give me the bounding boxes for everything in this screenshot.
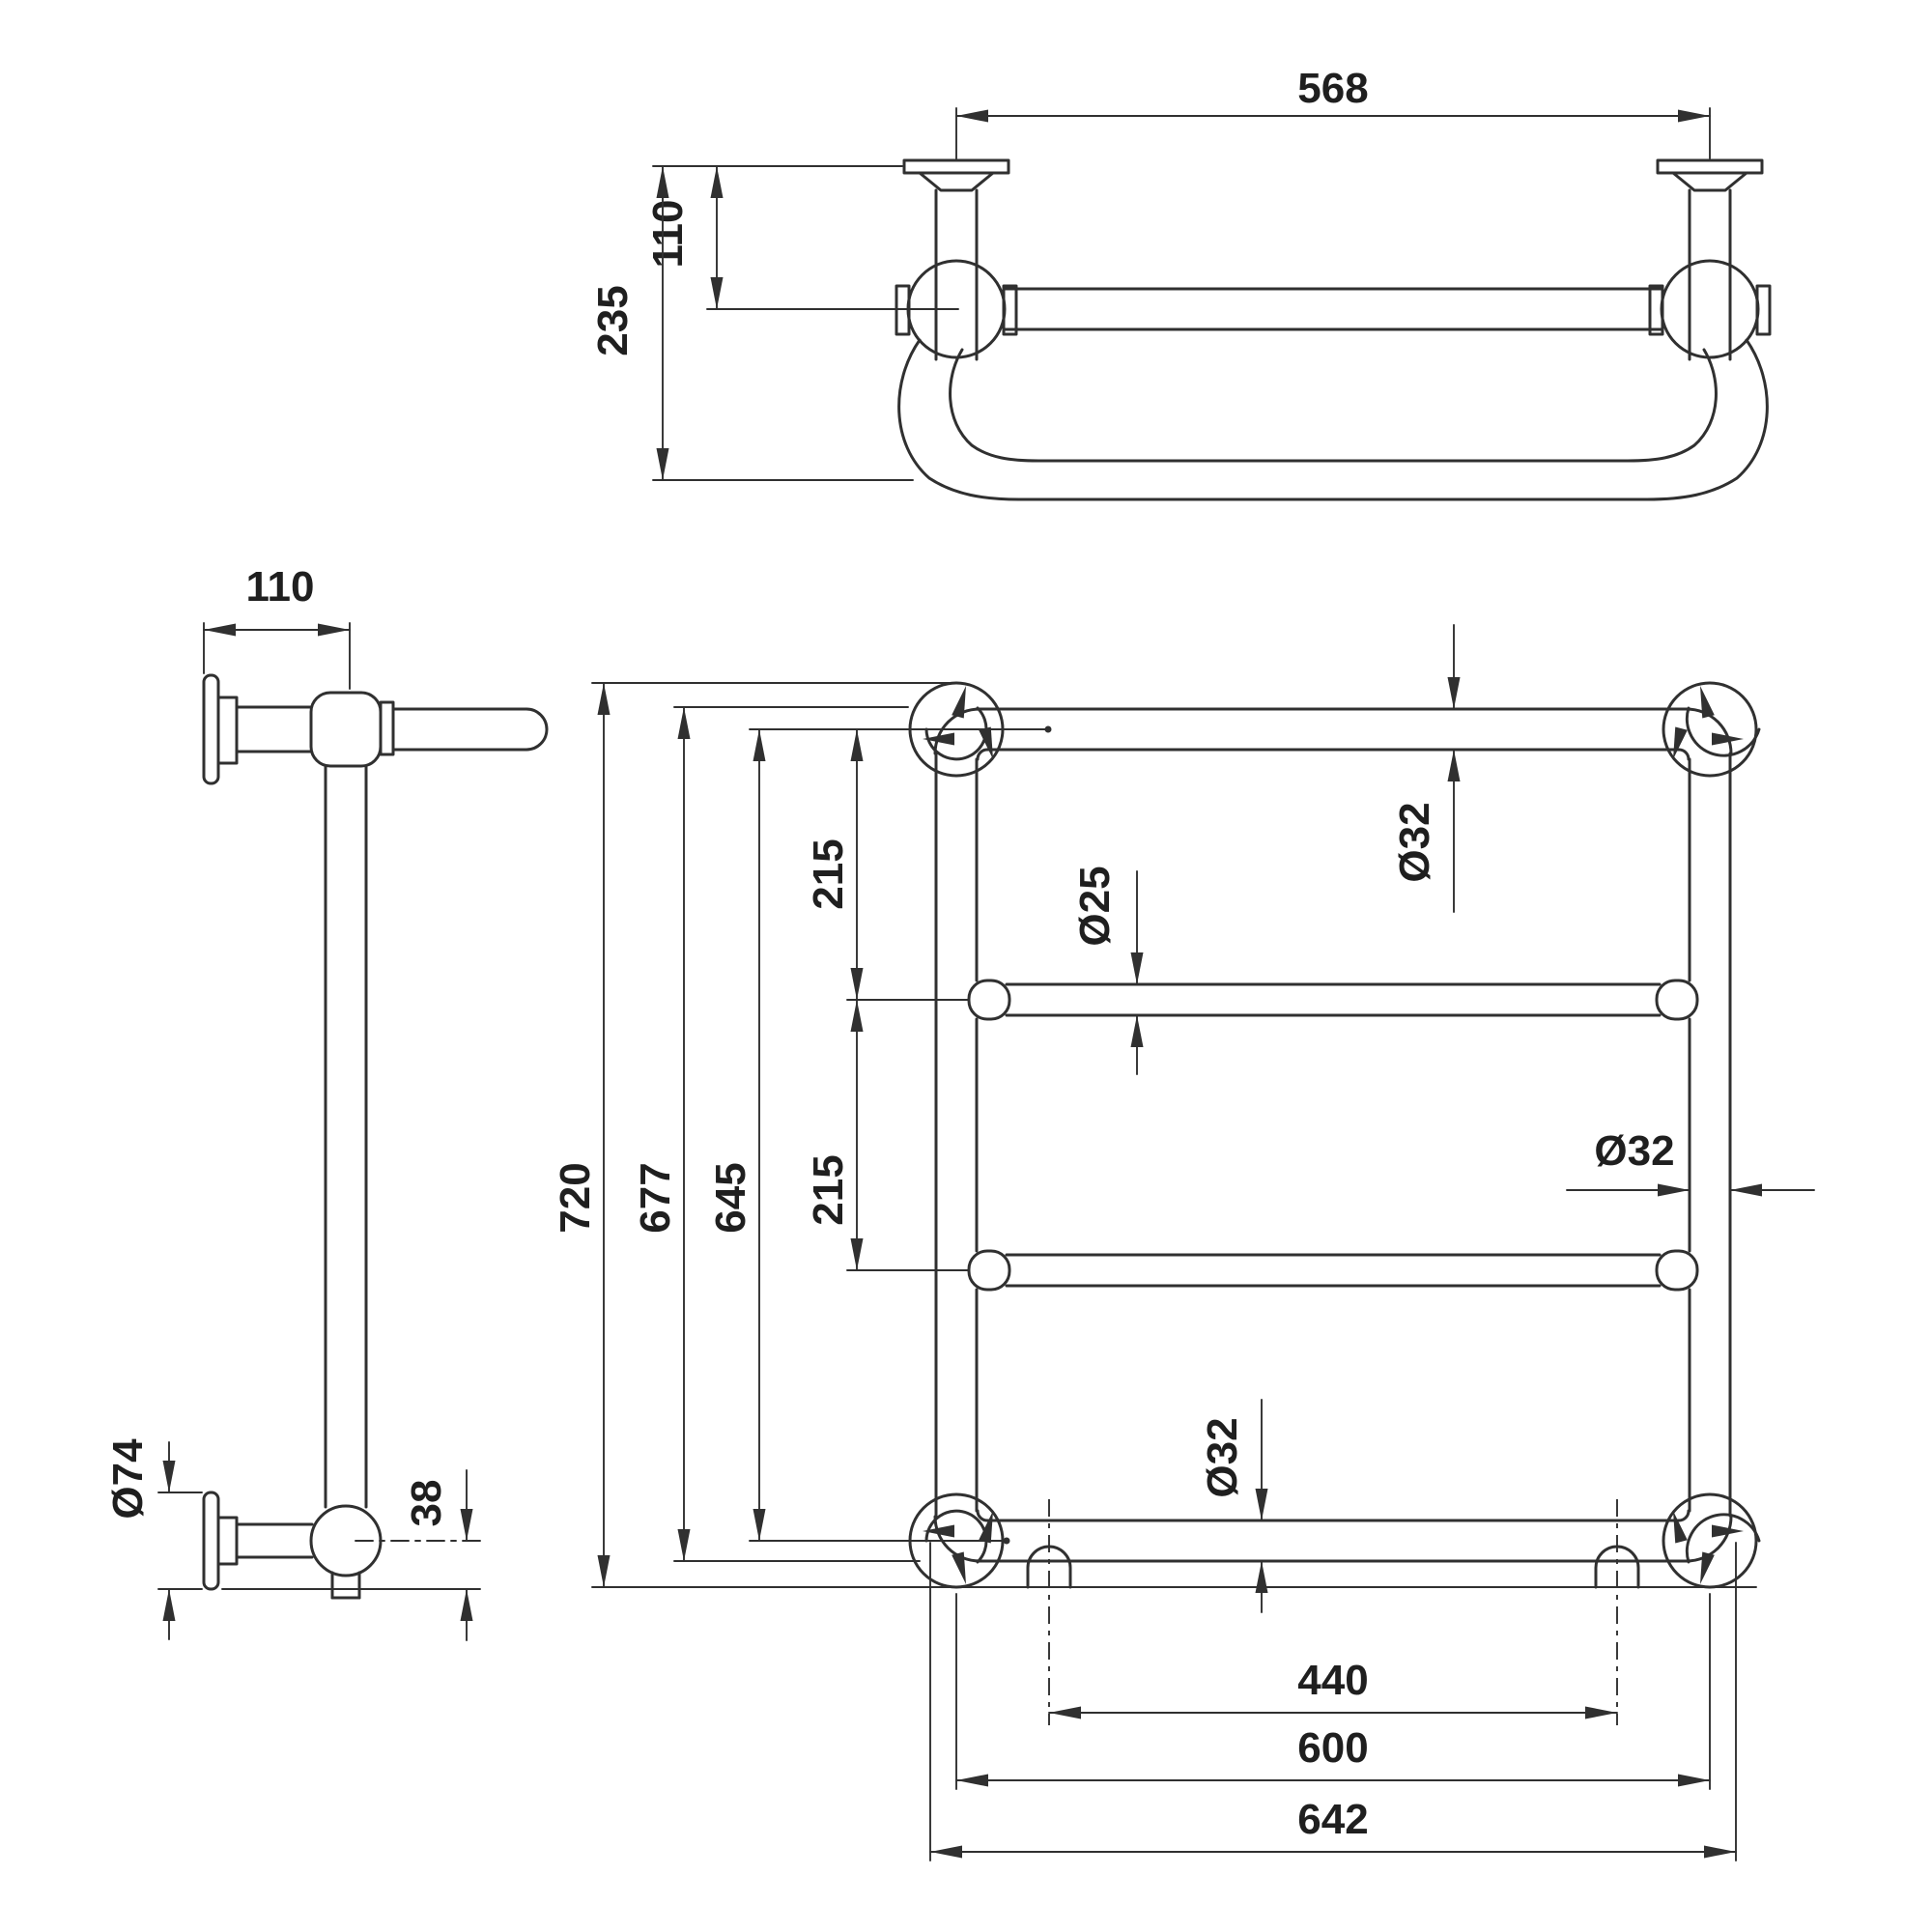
rail-union-sleeve (967, 1249, 1011, 1292)
plan-right-bracket (1648, 158, 1772, 361)
dim-side-o74: Ø74 (104, 1438, 203, 1640)
elbow-outer (1685, 707, 1733, 755)
dim-label-o32-right: Ø32 (1594, 1127, 1674, 1175)
middle-rail-lower (967, 1249, 1699, 1292)
dim-front-o32-bottom: Ø32 (1199, 1399, 1268, 1613)
wall-flange-top-right (1662, 681, 1758, 778)
dim-label-215-upper: 215 (805, 838, 852, 909)
dim-front-645: 645 (707, 728, 766, 1542)
arm-end-cap (525, 707, 549, 752)
dim-front-642: 642 (929, 1542, 1737, 1861)
elbow-outer (933, 1515, 981, 1563)
dim-front-677: 677 (632, 706, 921, 1562)
loop-outer-edge (897, 338, 1769, 501)
dim-label-645: 645 (707, 1162, 754, 1233)
front-view (591, 681, 1761, 1589)
plan-left-bracket (895, 158, 1018, 361)
plan-straight-rail (1003, 287, 1663, 331)
dim-label-38: 38 (403, 1480, 450, 1527)
flange-neck (1671, 171, 1748, 192)
ball-clamp-tab (895, 284, 911, 336)
dim-label-720: 720 (552, 1162, 599, 1233)
dim-label-235: 235 (589, 285, 637, 355)
rail-union-sleeve (1655, 1249, 1699, 1292)
dim-label-side-110: 110 (246, 563, 315, 611)
dim-label-215-lower: 215 (805, 1154, 852, 1225)
dim-front-o25: Ø25 (1071, 866, 1144, 1075)
flange-dome-arc (924, 706, 988, 761)
dim-front-440: 440 (1048, 1499, 1618, 1725)
wall-flange-plate (902, 158, 1010, 175)
dim-label-600: 600 (1297, 1724, 1368, 1772)
dim-label-677: 677 (632, 1162, 679, 1233)
tee-joint (309, 691, 383, 768)
flange-dome-arc (1685, 1513, 1761, 1564)
middle-rail-upper (967, 979, 1699, 1021)
ball-joint (1660, 259, 1760, 359)
dim-label-642: 642 (1297, 1796, 1368, 1843)
dim-front-o32-right: Ø32 (1566, 1127, 1815, 1197)
dim-front-o32-top: Ø32 (1391, 624, 1461, 913)
ball-clamp-tab (1002, 284, 1018, 336)
elbow-outer (933, 707, 981, 755)
elbow-inner (1677, 1509, 1690, 1522)
side-top-bracket (202, 673, 549, 785)
side-view (202, 673, 549, 1600)
dim-front-720: 720 (552, 682, 952, 1588)
flange-neck (918, 171, 995, 192)
front-frame (908, 681, 1761, 1589)
ball-clamp-tab (1648, 284, 1664, 336)
side-bottom-bracket (202, 1491, 481, 1600)
dim-side-110: 110 (203, 563, 351, 690)
elbow-inner (976, 748, 989, 761)
ball-clamp-tab (1755, 284, 1772, 336)
dim-front-600: 600 (955, 1593, 1711, 1790)
dim-top-235: 235 (589, 165, 914, 481)
dim-front-215-lower: 215 (805, 999, 969, 1271)
dim-label-568: 568 (1297, 65, 1368, 112)
loop-inner-edge (949, 348, 1718, 463)
dim-label-top-110: 110 (644, 200, 692, 269)
dim-label-o32-bottom: Ø32 (1199, 1417, 1246, 1497)
wall-flange-plate (1656, 158, 1764, 175)
dim-top-110: 110 (644, 165, 959, 310)
front-reference-lines (591, 725, 1757, 1588)
wall-flange-plate (202, 673, 220, 785)
elbow-inner (1677, 748, 1690, 761)
plan-view (895, 158, 1772, 501)
dim-label-o32-top: Ø32 (1391, 802, 1438, 882)
wall-flange-plate (202, 1491, 220, 1591)
arm-collar (379, 700, 395, 756)
elbow-outer (1685, 1515, 1733, 1563)
dim-side-38: 38 (403, 1469, 473, 1641)
flange-dome-arc (924, 1509, 988, 1564)
dim-top-568: 568 (955, 65, 1711, 159)
side-post (324, 764, 368, 1509)
elbow-inner (976, 1509, 989, 1522)
flange-collar (216, 696, 239, 765)
flange-dome-arc (1685, 706, 1761, 757)
dim-label-o25: Ø25 (1071, 866, 1119, 946)
dim-label-o74: Ø74 (104, 1438, 152, 1520)
dim-label-440: 440 (1297, 1657, 1368, 1704)
flange-collar (216, 1516, 239, 1566)
dim-front-215-upper: 215 (805, 728, 969, 1001)
rail-union-sleeve (1655, 979, 1699, 1021)
rail-union-sleeve (967, 979, 1011, 1021)
plan-towel-loop (897, 338, 1769, 501)
